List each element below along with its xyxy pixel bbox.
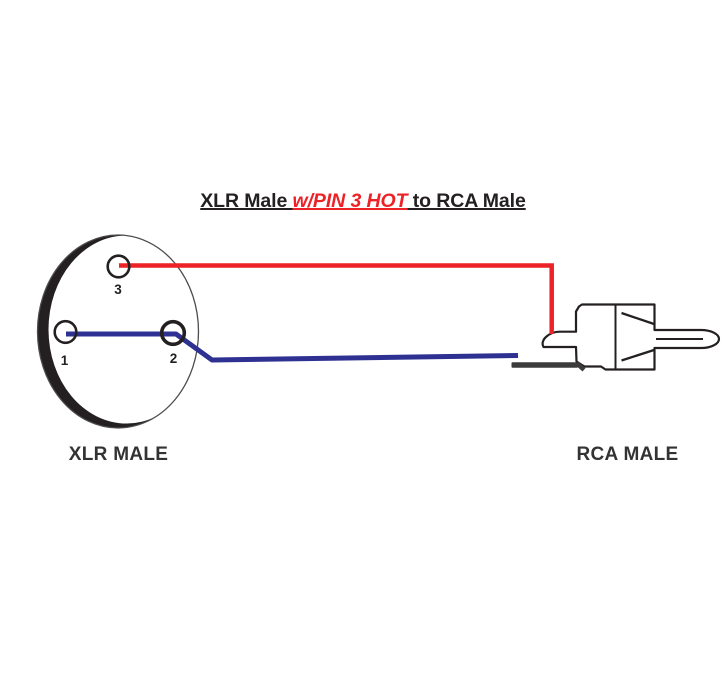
title-part-black-right: to RCA Male bbox=[407, 190, 526, 212]
xlr-pin-1 bbox=[53, 319, 78, 345]
rca-connector bbox=[511, 303, 721, 372]
xlr-pin-2 bbox=[159, 319, 187, 347]
rca-ground-tab-step bbox=[575, 361, 586, 372]
rca-body-outline bbox=[541, 303, 721, 371]
xlr-pin-3-label: 3 bbox=[114, 282, 122, 297]
xlr-label: XLR MALE bbox=[68, 444, 169, 465]
title-part-black-left: XLR Male bbox=[200, 190, 293, 212]
hot-wire-pin3-to-rca-tip bbox=[119, 263, 554, 334]
title-part-red-highlight: w/PIN 3 HOT bbox=[292, 190, 408, 212]
rca-nose-hatch-top bbox=[621, 311, 655, 326]
xlr-shell-outline bbox=[36, 234, 200, 429]
rca-nose-hatch-bottom bbox=[621, 348, 655, 362]
xlr-face bbox=[48, 235, 205, 424]
xlr-pin-2-label: 2 bbox=[170, 351, 178, 366]
ground-wire-pin1-pin2-to-rca-sleeve bbox=[66, 331, 519, 363]
xlr-pin-3 bbox=[106, 254, 131, 279]
rca-label: RCA MALE bbox=[576, 444, 679, 465]
diagram-title: XLR Male w/PIN 3 HOT to RCA Male bbox=[0, 190, 726, 213]
xlr-pin-1-label: 1 bbox=[61, 353, 69, 368]
rca-ground-tab-bar bbox=[511, 362, 578, 368]
